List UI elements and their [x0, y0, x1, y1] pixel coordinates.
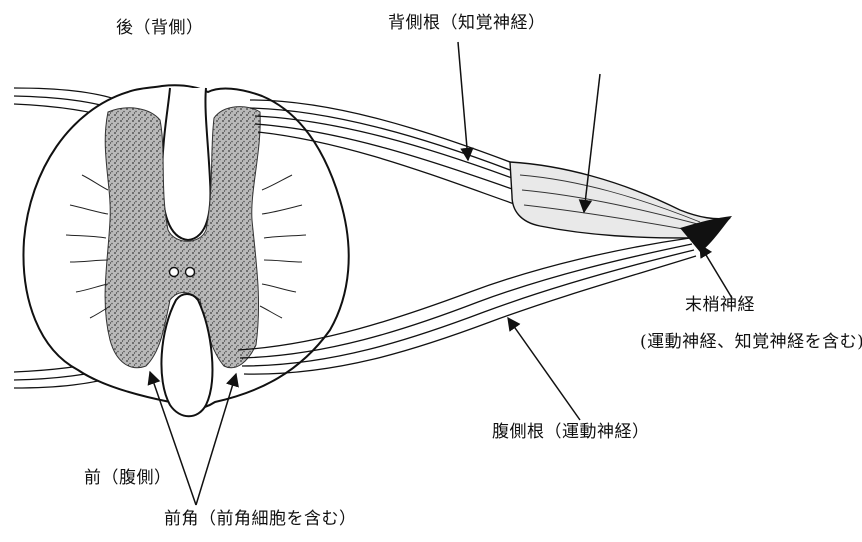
peripheral-nerve-arrow — [700, 245, 732, 298]
dorsal-median-sulcus — [162, 88, 210, 240]
peripheral-nerve-note: (運動神経、知覚神経を含む) — [640, 334, 862, 351]
peripheral-nerve-label: 末梢神経 — [685, 297, 755, 314]
dorsal-side-label: 後（背側） — [116, 20, 204, 37]
anterior-horn-label: 前角（前角細胞を含む） — [164, 511, 357, 528]
dorsal-root-arrow — [458, 42, 468, 160]
ventral-root-label: 腹側根（運動神経） — [492, 424, 650, 441]
dorsal-root-label: 背側根（知覚神経） — [388, 15, 546, 32]
ventral-side-label: 前（腹側） — [84, 470, 172, 487]
ventral-root-arrow — [508, 318, 580, 420]
